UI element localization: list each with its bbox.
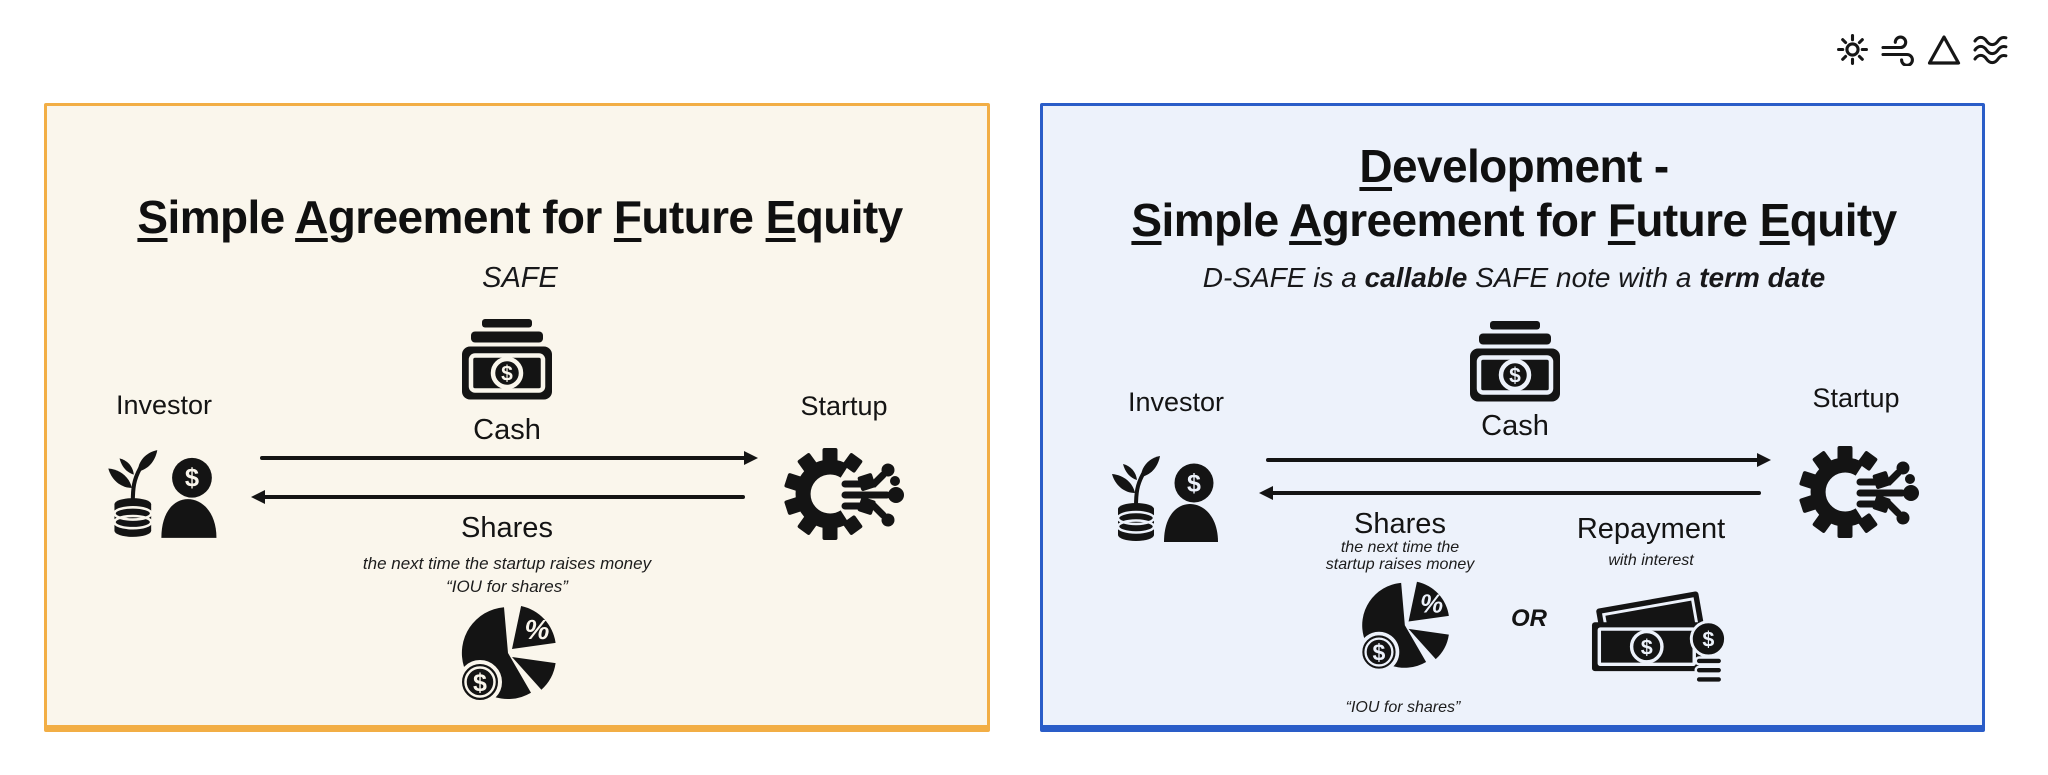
repayment-banknotes-coins-icon: $ $ <box>1591 583 1728 683</box>
corner-element-icons <box>1836 33 2012 66</box>
equity-pie-chart-icon: % $ <box>1354 579 1452 677</box>
equity-pie-chart-icon: % $ <box>453 603 559 709</box>
investor-plant-coins-icon: $ <box>104 441 232 543</box>
shares-flow-label: Shares <box>1354 508 1446 540</box>
or-separator-label: OR <box>1511 605 1547 632</box>
dsafe-panel-subtitle: D-SAFE is a callable SAFE note with a te… <box>1202 262 1826 293</box>
cash-flow-label: Cash <box>1481 410 1549 442</box>
investor-plant-coins-icon: $ <box>1108 447 1233 547</box>
shares-note: the next time the startup raises money <box>362 554 652 573</box>
repayment-flow-label: Repayment <box>1576 513 1726 545</box>
cash-flow-label: Cash <box>473 414 541 446</box>
startup-gear-circuit-icon <box>782 439 914 543</box>
svg-text:$: $ <box>501 363 513 386</box>
shares-flow-label: Shares <box>461 512 553 544</box>
iou-note: “IOU for shares” <box>446 577 568 596</box>
dsafe-panel-title: Development - Simple Agreement for Futur… <box>1131 139 1897 247</box>
svg-text:$: $ <box>1509 365 1521 388</box>
investor-label: Investor <box>115 390 213 420</box>
svg-text:$: $ <box>1702 628 1714 652</box>
startup-gear-circuit-icon <box>1797 437 1929 541</box>
shares-note-line1: the next time the <box>1340 539 1460 556</box>
startup-label: Startup <box>1812 383 1900 413</box>
safe-panel-title: Simple Agreement for Future Equity <box>137 191 903 243</box>
wind-icon <box>1880 33 1916 66</box>
dsafe-title-line1: Development - <box>1359 140 1669 192</box>
water-waves-icon <box>1972 33 2012 66</box>
shares-arrow <box>263 495 745 499</box>
svg-text:$: $ <box>1187 470 1201 498</box>
cash-banknote-stack-icon: $ <box>457 319 557 400</box>
sun-icon <box>1836 33 1869 66</box>
svg-text:%: % <box>525 614 550 645</box>
shares-note-line2: startup raises money <box>1325 556 1475 573</box>
cash-banknote-stack-icon: $ <box>1465 321 1565 402</box>
safe-panel-subtitle: SAFE <box>482 262 558 294</box>
startup-label: Startup <box>800 391 888 421</box>
svg-text:$: $ <box>1373 639 1386 665</box>
fire-triangle-icon <box>1927 34 1961 66</box>
svg-text:%: % <box>1420 590 1443 618</box>
dsafe-title-line2: Simple Agreement for Future Equity <box>1131 194 1897 246</box>
svg-text:$: $ <box>1641 636 1653 660</box>
dsafe-panel: Development - Simple Agreement for Futur… <box>1040 103 1985 732</box>
repayment-note: with interest <box>1608 552 1694 569</box>
iou-note: “IOU for shares” <box>1345 699 1461 716</box>
svg-text:$: $ <box>473 669 487 697</box>
cash-arrow <box>1266 458 1759 462</box>
cash-arrow <box>260 456 746 460</box>
svg-text:$: $ <box>185 464 199 492</box>
investor-label: Investor <box>1127 387 1225 417</box>
return-arrow <box>1271 491 1761 495</box>
safe-panel: Simple Agreement for Future Equity SAFE … <box>44 103 990 732</box>
